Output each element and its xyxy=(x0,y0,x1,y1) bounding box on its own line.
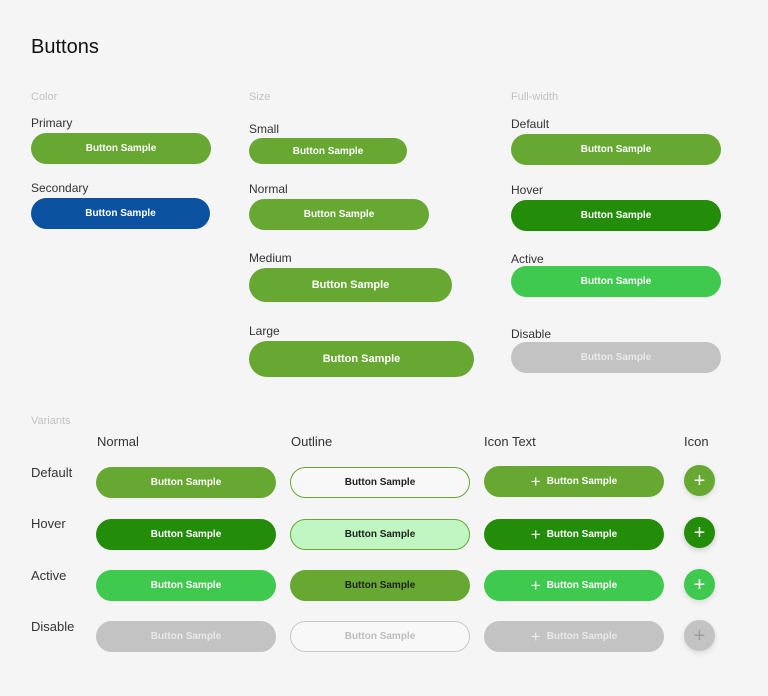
column-header-icon: Icon xyxy=(684,434,709,449)
secondary-label: Secondary xyxy=(31,181,89,195)
medium-button[interactable]: Button Sample xyxy=(249,268,452,302)
large-button[interactable]: Button Sample xyxy=(249,341,474,377)
fullwidth-active-button[interactable]: Button Sample xyxy=(511,266,721,297)
variant-default-outline-button[interactable]: Button Sample xyxy=(290,467,470,498)
plus-icon: + xyxy=(693,573,706,596)
variant-active-normal-button[interactable]: Button Sample xyxy=(96,570,276,601)
variant-hover-icon-button[interactable]: + xyxy=(684,517,715,548)
variant-disable-outline-button: Button Sample xyxy=(290,621,470,652)
variants-section-heading: Variants xyxy=(31,415,71,427)
button-label: Button Sample xyxy=(546,580,618,591)
primary-label: Primary xyxy=(31,116,73,130)
variant-active-outline-button[interactable]: Button Sample xyxy=(290,570,470,601)
color-section-heading: Color xyxy=(31,91,58,103)
variant-active-icon-button[interactable]: + xyxy=(684,569,715,600)
variant-hover-outline-button[interactable]: Button Sample xyxy=(290,519,470,550)
variant-default-normal-button[interactable]: Button Sample xyxy=(96,467,276,498)
plus-icon: + xyxy=(530,626,541,646)
normal-label: Normal xyxy=(249,182,288,196)
column-header-icon-text: Icon Text xyxy=(484,434,536,449)
fullwidth-default-button[interactable]: Button Sample xyxy=(511,134,721,165)
row-label-disable: Disable xyxy=(31,619,75,634)
plus-icon: + xyxy=(530,524,541,544)
page-title: Buttons xyxy=(31,36,99,58)
variant-disable-icon-text-button: + Button Sample xyxy=(484,621,664,652)
secondary-button[interactable]: Button Sample xyxy=(31,198,210,229)
primary-button[interactable]: Button Sample xyxy=(31,133,211,164)
row-label-default: Default xyxy=(31,465,73,480)
column-header-normal: Normal xyxy=(97,434,139,449)
small-label: Small xyxy=(249,122,280,136)
small-button[interactable]: Button Sample xyxy=(249,138,407,164)
plus-icon: + xyxy=(693,469,706,492)
variant-disable-normal-button: Button Sample xyxy=(96,621,276,652)
fullwidth-hover-button[interactable]: Button Sample xyxy=(511,200,721,231)
variant-default-icon-text-button[interactable]: + Button Sample xyxy=(484,466,664,497)
fullwidth-disable-button: Button Sample xyxy=(511,342,721,373)
variant-disable-icon-button: + xyxy=(684,620,715,651)
size-section-heading: Size xyxy=(249,91,271,103)
column-header-outline: Outline xyxy=(291,434,333,449)
normal-button[interactable]: Button Sample xyxy=(249,199,429,230)
button-label: Button Sample xyxy=(546,529,618,540)
row-label-hover: Hover xyxy=(31,516,66,531)
button-label: Button Sample xyxy=(546,631,618,642)
plus-icon: + xyxy=(693,521,706,544)
fullwidth-active-label: Active xyxy=(511,252,544,266)
variant-active-icon-text-button[interactable]: + Button Sample xyxy=(484,570,664,601)
fullwidth-hover-label: Hover xyxy=(511,183,544,197)
variant-default-icon-button[interactable]: + xyxy=(684,465,715,496)
plus-icon: + xyxy=(530,471,541,491)
row-label-active: Active xyxy=(31,568,67,583)
fullwidth-default-label: Default xyxy=(511,117,550,131)
plus-icon: + xyxy=(693,624,706,647)
fullwidth-disable-label: Disable xyxy=(511,327,552,341)
medium-label: Medium xyxy=(249,251,292,265)
large-label: Large xyxy=(249,324,280,338)
button-label: Button Sample xyxy=(546,476,618,487)
variant-hover-normal-button[interactable]: Button Sample xyxy=(96,519,276,550)
variant-hover-icon-text-button[interactable]: + Button Sample xyxy=(484,519,664,550)
plus-icon: + xyxy=(530,575,541,595)
fullwidth-section-heading: Full-width xyxy=(511,91,559,103)
